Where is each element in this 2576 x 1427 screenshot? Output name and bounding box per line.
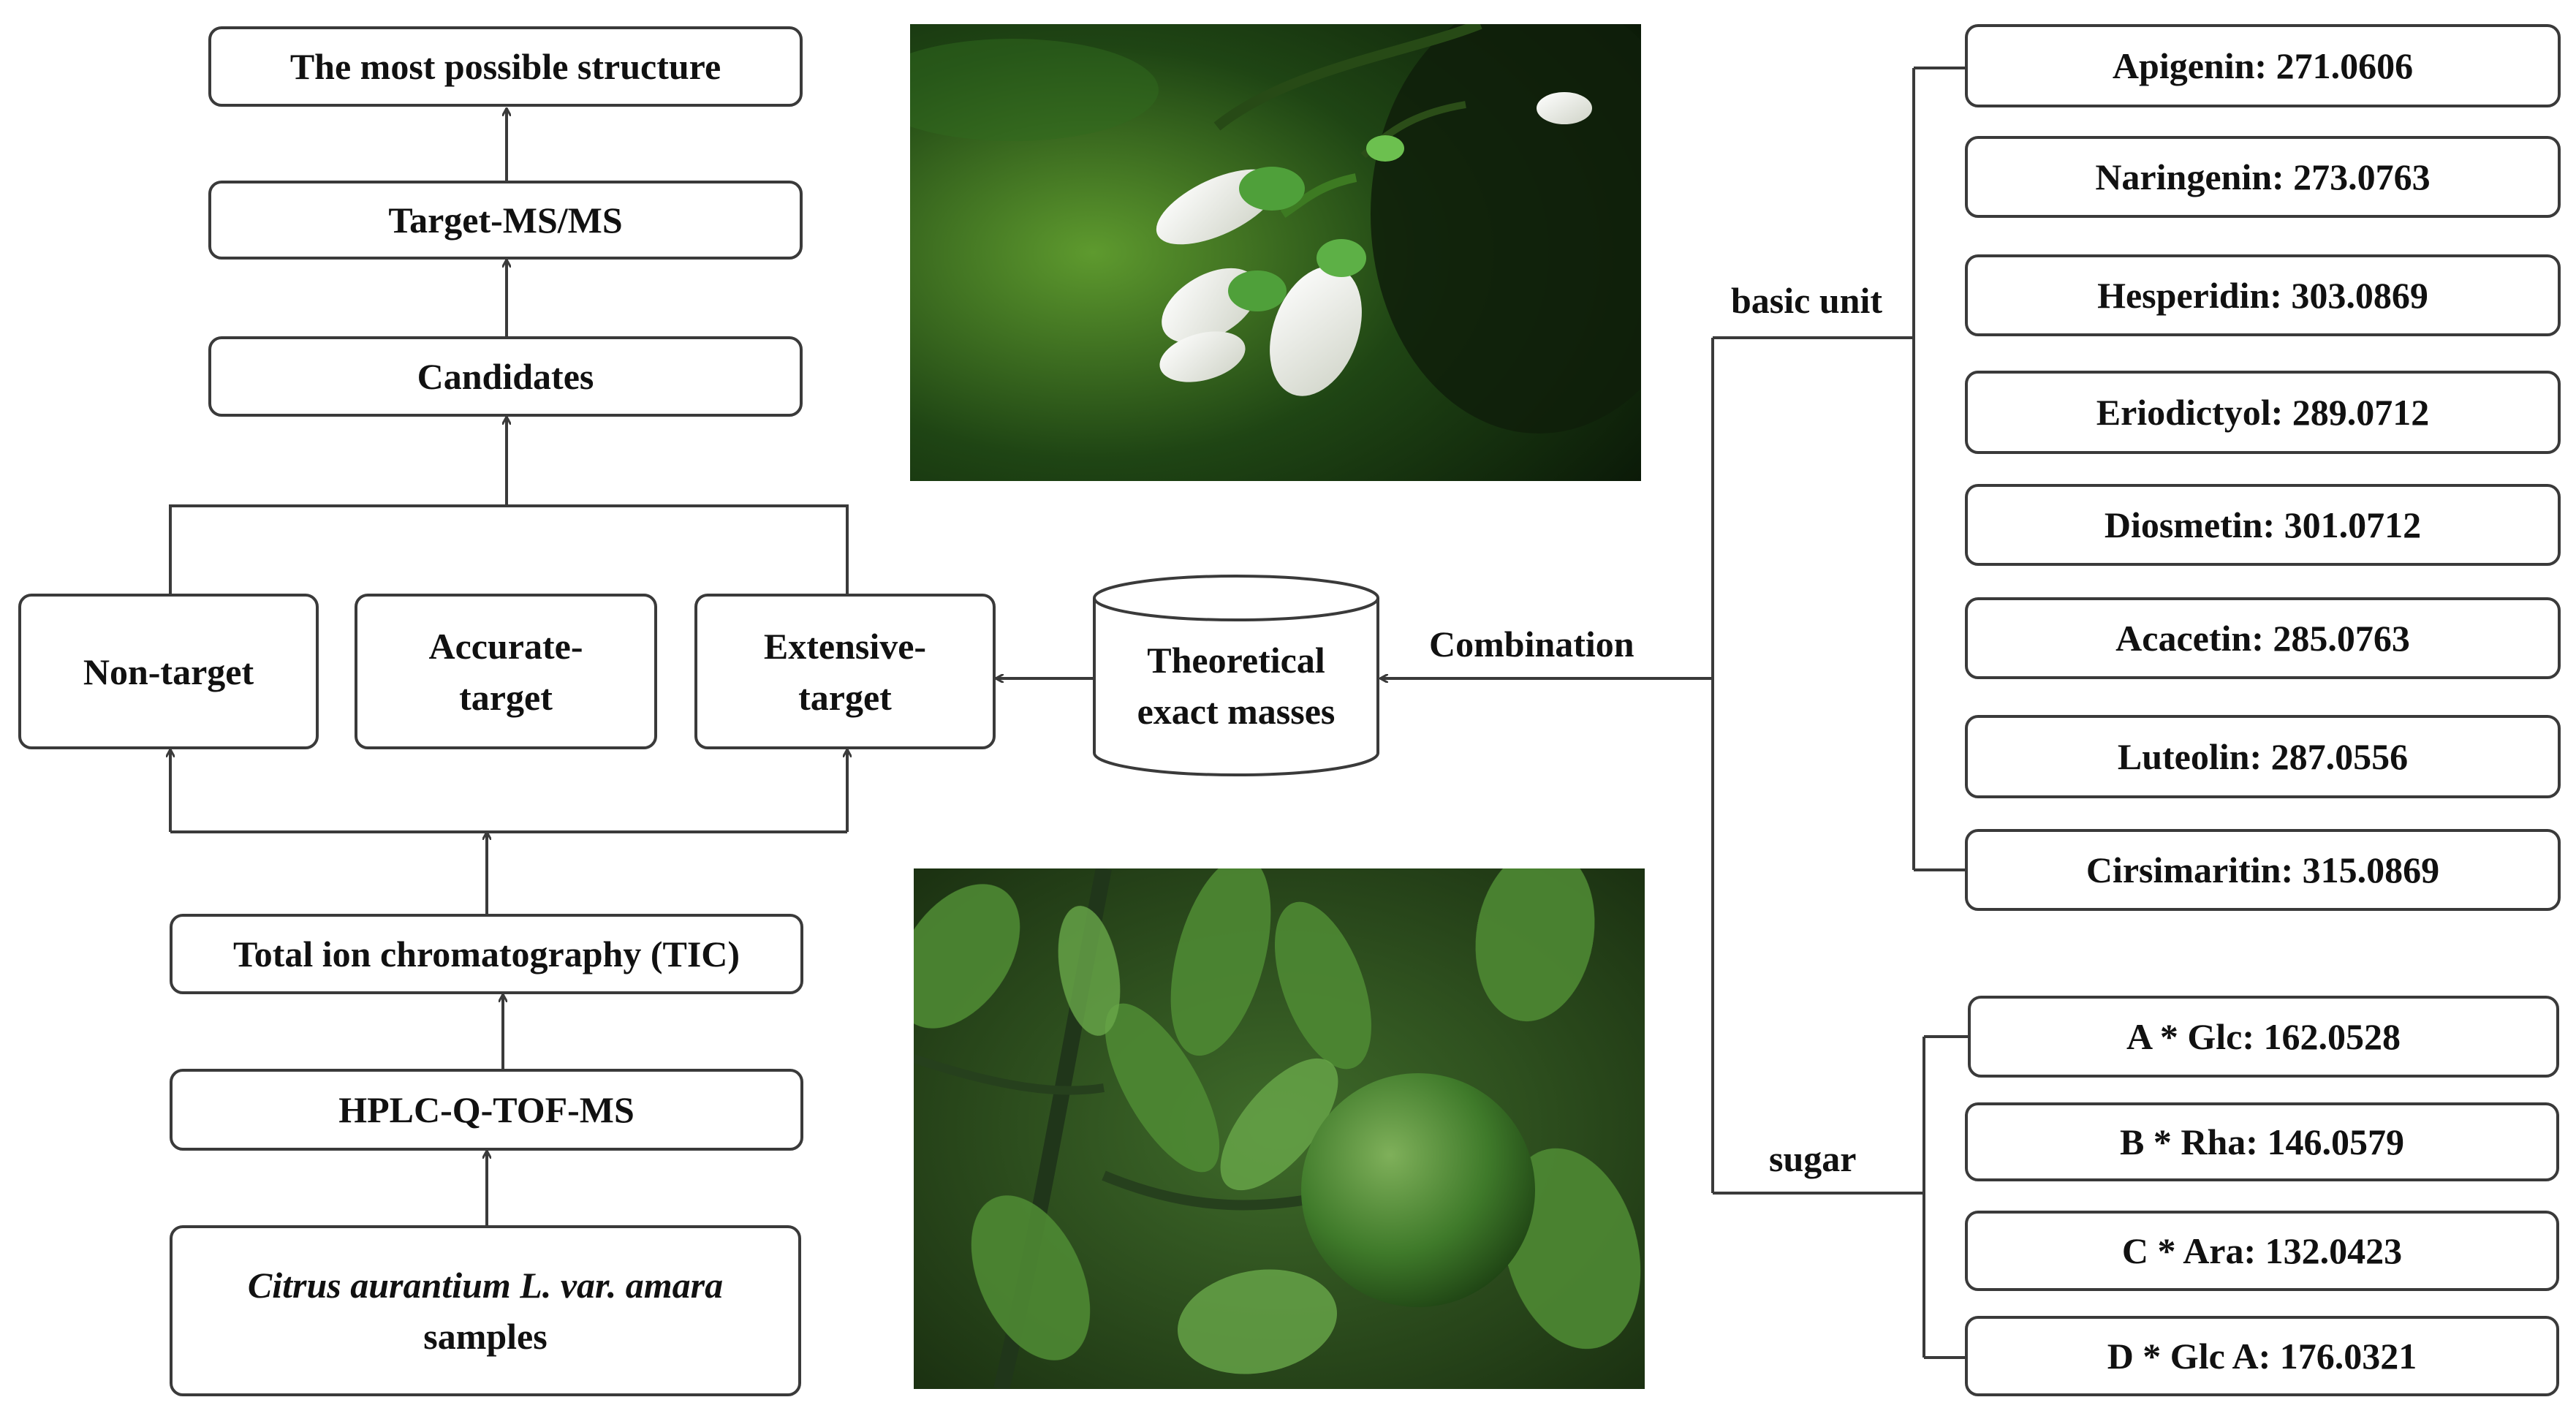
database-cylinder [1093, 575, 1379, 776]
basic-unit-diosmetin: Diosmetin: 301.0712 [1965, 484, 2561, 566]
extensive-target-line1: Extensive- [763, 625, 927, 667]
combination-label: Combination [1429, 624, 1634, 665]
extensive-target-box: Extensive-target [694, 594, 996, 749]
accurate-target-box: Accurate-target [355, 594, 657, 749]
basic-unit-cirsimaritin: Cirsimaritin: 315.0869 [1965, 829, 2561, 911]
sugar-ara: C * Ara: 132.0423 [1965, 1211, 2559, 1291]
candidates-box: Candidates [208, 336, 803, 417]
green-orange-photo [914, 868, 1645, 1389]
basic-unit-naringenin: Naringenin: 273.0763 [1965, 136, 2561, 218]
basic-unit-apigenin: Apigenin: 271.0606 [1965, 24, 2561, 107]
structure-box: The most possible structure [208, 26, 803, 107]
extensive-target-line2: target [798, 676, 892, 718]
samples-box: Citrus aurantium L. var. amara samples [170, 1225, 801, 1396]
merge-bracket-top [169, 504, 849, 594]
tic-box: Total ion chromatography (TIC) [170, 914, 803, 994]
samples-label: samples [423, 1316, 548, 1357]
basic-unit-eriodictyol: Eriodictyol: 289.0712 [1965, 371, 2561, 454]
samples-species: Citrus aurantium L. var. amara [247, 1265, 724, 1306]
hplc-box: HPLC-Q-TOF-MS [170, 1069, 803, 1151]
sugar-glc-a: D * Glc A: 176.0321 [1965, 1316, 2559, 1396]
basic-unit-luteolin: Luteolin: 287.0556 [1965, 715, 2561, 798]
target-msms-box: Target-MS/MS [208, 181, 803, 260]
sugar-rha: B * Rha: 146.0579 [1965, 1102, 2559, 1181]
citrus-blossom-photo [910, 24, 1641, 481]
accurate-target-line2: target [459, 676, 553, 718]
sugar-glc: A * Glc: 162.0528 [1968, 996, 2559, 1078]
accurate-target-line1: Accurate- [428, 625, 583, 667]
basic-unit-hesperidin: Hesperidin: 303.0869 [1965, 254, 2561, 336]
basic-unit-acacetin: Acacetin: 285.0763 [1965, 597, 2561, 679]
basic-unit-label: basic unit [1731, 280, 1883, 321]
non-target-box: Non-target [18, 594, 319, 749]
sugar-label: sugar [1769, 1138, 1857, 1179]
